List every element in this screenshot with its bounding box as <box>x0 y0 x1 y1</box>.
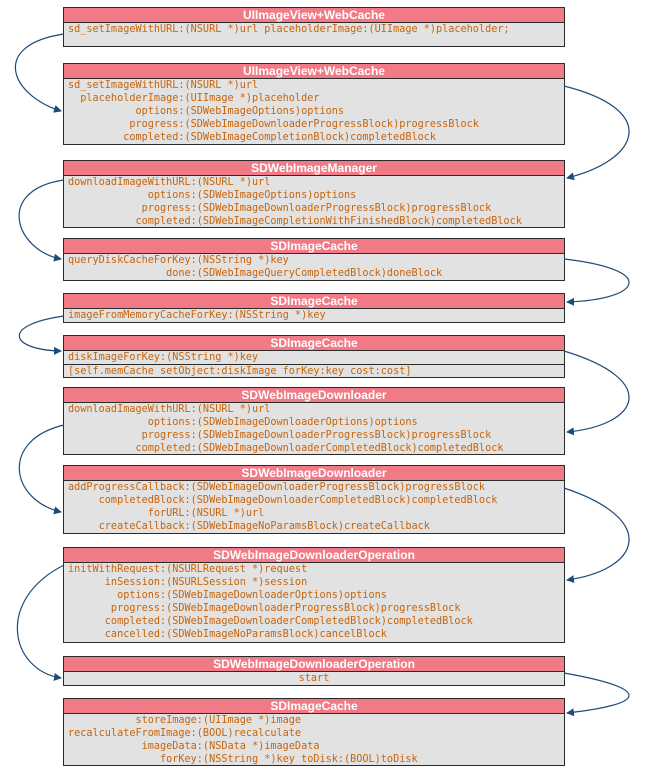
signature-line: sd_setImageWithURL:(NSURL *)url placehol… <box>68 24 510 35</box>
signature-line: placeholderImage:(UIImage *)placeholder <box>68 93 320 104</box>
arrow-5 <box>18 315 65 355</box>
signature-line: sd_setImageWithURL:(NSURL *)url <box>68 80 259 91</box>
class-title: SDImageCache <box>64 294 564 309</box>
signature-line: forURL:(NSURL *)url <box>68 508 265 519</box>
signature-line: options:(SDWebImageDownloaderOptions)opt… <box>68 590 387 601</box>
arrow-10 <box>563 672 630 717</box>
arrow-9 <box>16 564 65 681</box>
signature-line: done:(SDWebImageQueryCompletedBlock)done… <box>68 268 443 279</box>
arrow-8 <box>563 487 630 584</box>
method-signature: queryDiskCacheForKey:(NSString *)key don… <box>64 254 564 280</box>
signature-line: completed:(SDWebImageCompletionWithFinis… <box>68 216 522 227</box>
class-title: SDWebImageManager <box>64 161 564 176</box>
signature-line: storeImage:(UIImage *)image <box>68 715 302 726</box>
method-signature: start <box>64 672 564 685</box>
method-signature: downloadImageWithURL:(NSURL *)url option… <box>64 403 564 455</box>
class-title: UIImageView+WebCache <box>64 64 564 79</box>
class-title: SDWebImageDownloaderOperation <box>64 548 564 563</box>
arrow-3 <box>18 179 65 262</box>
signature-line: recalculateFromImage:(BOOL)recalculate <box>68 728 302 739</box>
signature-line: cancelled:(SDWebImageNoParamsBlock)cance… <box>68 629 387 640</box>
arrow-6 <box>563 350 630 436</box>
method-signature: sd_setImageWithURL:(NSURL *)url placehol… <box>64 79 564 144</box>
class-title: SDWebImageDownloader <box>64 388 564 403</box>
signature-line: completed:(SDWebImageDownloaderCompleted… <box>68 616 473 627</box>
signature-line: initWithRequest:(NSURLRequest *)request <box>68 564 308 575</box>
method-signature: initWithRequest:(NSURLRequest *)request … <box>64 563 564 641</box>
class-title: SDImageCache <box>64 336 564 351</box>
signature-line: completedBlock:(SDWebImageDownloaderComp… <box>68 495 498 506</box>
method-signature: imageFromMemoryCacheForKey:(NSString *)k… <box>64 309 564 322</box>
signature-line: progress:(SDWebImageDownloaderProgressBl… <box>68 603 461 614</box>
signature-line: downloadImageWithURL:(NSURL *)url <box>68 177 271 188</box>
arrow-4 <box>563 258 630 306</box>
signature-line: diskImageForKey:(NSString *)key <box>68 352 259 363</box>
class-title: SDWebImageDownloader <box>64 466 564 481</box>
class-title: SDWebImageDownloaderOperation <box>64 657 564 672</box>
class-title: UIImageView+WebCache <box>64 8 564 23</box>
signature-line: completed:(SDWebImageCompletionBlock)com… <box>68 132 437 143</box>
signature-line: options:(SDWebImageOptions)options <box>68 106 345 117</box>
class-title: SDImageCache <box>64 699 564 714</box>
signature-line: createCallback:(SDWebImageNoParamsBlock)… <box>68 521 430 532</box>
method-signature: storeImage:(UIImage *)image recalculateFr… <box>64 714 564 766</box>
signature-line: forKey:(NSString *)key toDisk:(BOOL)toDi… <box>68 754 418 765</box>
signature-line: progress:(SDWebImageDownloaderProgressBl… <box>68 203 492 214</box>
method-signature: downloadImageWithURL:(NSURL *)url option… <box>64 176 564 228</box>
signature-line: progress:(SDWebImageDownloaderProgressBl… <box>68 430 492 441</box>
signature-line: addProgressCallback:(SDWebImageDownloade… <box>68 482 486 493</box>
signature-line: downloadImageWithURL:(NSURL *)url <box>68 404 271 415</box>
signature-line: queryDiskCacheForKey:(NSString *)key <box>68 255 289 266</box>
signature-line: options:(SDWebImageOptions)options <box>68 190 357 201</box>
signature-line: start <box>298 673 330 684</box>
arrow-7 <box>18 424 65 515</box>
signature-line: options:(SDWebImageDownloaderOptions)opt… <box>68 417 418 428</box>
signature-line: inSession:(NSURLSession *)session <box>68 577 308 588</box>
method-signature: addProgressCallback:(SDWebImageDownloade… <box>64 481 564 533</box>
class-title: SDImageCache <box>64 239 564 254</box>
signature-line: completed:(SDWebImageDownloaderCompleted… <box>68 443 504 454</box>
method-signature: diskImageForKey:(NSString *)key <box>64 351 564 364</box>
method-signature: sd_setImageWithURL:(NSURL *)url placehol… <box>64 23 564 36</box>
signature-line: progress:(SDWebImageDownloaderProgressBl… <box>68 119 479 130</box>
arrow-1 <box>15 33 65 113</box>
signature-line: imageFromMemoryCacheForKey:(NSString *)k… <box>68 310 326 321</box>
method-box: SDImageCache storeImage:(UIImage *)image… <box>63 698 565 766</box>
signature-line: imageData:(NSData *)imageData <box>68 741 320 752</box>
arrow-2 <box>563 85 630 181</box>
extra-call-line: [self.memCache setObject:diskImage forKe… <box>64 364 564 378</box>
